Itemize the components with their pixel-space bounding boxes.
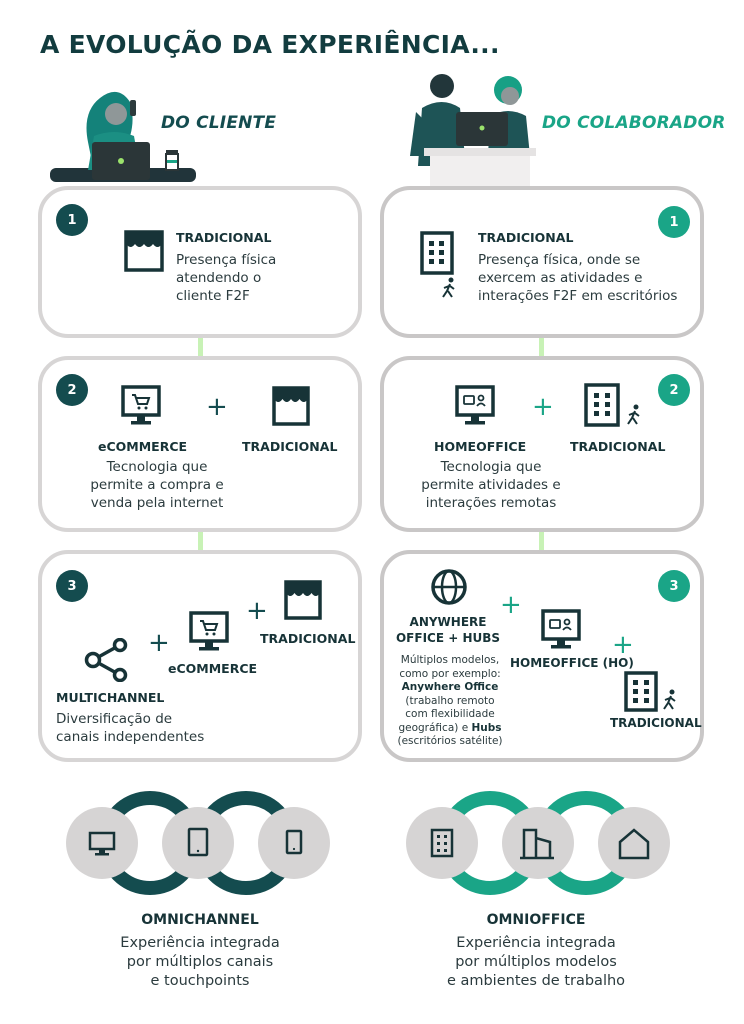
tablet-icon (187, 827, 209, 857)
building-walker-icon (624, 671, 676, 712)
building-walker-icon (584, 383, 640, 427)
collaborator-illustration (410, 74, 536, 186)
monitor-cart-icon (121, 385, 161, 425)
step-badge: 3 (56, 570, 88, 602)
ecommerce-label: eCOMMERCE (98, 439, 188, 454)
omnioffice-title: OMNIOFFICE (486, 912, 586, 928)
omnioffice-desc: Experiência integrada por múltiplos mode… (446, 935, 626, 989)
collab-step2-desc: Tecnologia que permite atividades e inte… (421, 459, 561, 511)
multichannel-label: MULTICHANNEL (56, 690, 165, 705)
client-card-3: 3 + TRADICIONAL + eCOMMERCE MULTICHANNEL… (38, 550, 362, 762)
smartphone-icon (285, 829, 303, 855)
collaborator-label: DO COLABORADOR (542, 113, 726, 133)
globe-icon (431, 569, 467, 605)
tradicional-label: TRADICIONAL (610, 716, 702, 730)
omnichannel-desc: Experiência integrada por múltiplos cana… (120, 935, 280, 989)
collab-card-3: 3 ANYWHERE OFFICE + HUBS Múltiplos model… (380, 550, 704, 762)
plus-sign: + (206, 392, 228, 422)
omnichannel-title: OMNICHANNEL (141, 912, 259, 928)
client-card-1: 1 TRADICIONAL Presença física atendendo … (38, 186, 362, 338)
store-icon (284, 580, 322, 620)
office-building-icon (430, 828, 454, 858)
collab-card-1: 1 TRADICIONAL Presença física, onde se e… (380, 186, 704, 338)
client-step1-desc: Presença física atendendo o cliente F2F (176, 252, 277, 304)
client-step3-desc: Diversificação de canais independentes (56, 711, 205, 745)
plus-sign: + (148, 628, 170, 658)
collab-connector-1 (539, 338, 544, 356)
share-network-icon (84, 638, 128, 682)
homeoffice-ho-label: HOMEOFFICE (HO) (510, 656, 634, 670)
step-badge: 2 (56, 374, 88, 406)
step-badge: 1 (658, 206, 690, 238)
monitor-cart-icon (189, 611, 229, 651)
building-walker-icon (420, 231, 455, 298)
client-illustration (50, 91, 196, 182)
collab-step3-desc: Múltiplos modelos, como por exemplo: Any… (397, 654, 503, 747)
plus-sign: + (500, 590, 522, 620)
plus-sign: + (532, 392, 554, 422)
client-label: DO CLIENTE (161, 113, 277, 133)
monitor-videocall-icon (541, 609, 581, 649)
step-badge: 1 (56, 204, 88, 236)
plus-sign: + (246, 596, 268, 626)
step-badge: 2 (658, 374, 690, 406)
store-icon (124, 230, 164, 272)
collab-connector-2 (539, 532, 544, 550)
page-title: A EVOLUÇÃO DA EXPERIÊNCIA... (40, 30, 500, 59)
client-connector-1 (198, 338, 203, 356)
anywhere-label: ANYWHERE OFFICE + HUBS (395, 615, 501, 645)
tradicional-label: TRADICIONAL (242, 439, 338, 454)
collab-step1-desc: Presença física, onde se exercem as ativ… (478, 252, 678, 304)
client-card-2: 2 + eCOMMERCE TRADICIONAL Tecnologia que… (38, 356, 362, 532)
hub-buildings-icon (520, 828, 554, 860)
ecommerce-label: eCOMMERCE (168, 661, 258, 676)
store-icon (272, 386, 310, 426)
client-step1-name: TRADICIONAL (176, 230, 272, 245)
monitor-videocall-icon (455, 385, 495, 425)
omnioffice-chain (406, 791, 670, 895)
desktop-icon (88, 831, 116, 856)
tradicional-label: TRADICIONAL (260, 631, 356, 646)
client-connector-2 (198, 532, 203, 550)
plus-sign: + (612, 630, 634, 660)
collab-card-2: 2 + HOMEOFFICE TRADICIONAL Tecnologia qu… (380, 356, 704, 532)
collab-step1-name: TRADICIONAL (478, 230, 574, 245)
home-icon (618, 828, 650, 860)
tradicional-label: TRADICIONAL (570, 439, 666, 454)
homeoffice-label: HOMEOFFICE (434, 439, 527, 454)
client-step2-desc: Tecnologia que permite a compra e venda … (90, 459, 224, 511)
step-badge: 3 (658, 570, 690, 602)
omnichannel-chain (66, 791, 330, 895)
